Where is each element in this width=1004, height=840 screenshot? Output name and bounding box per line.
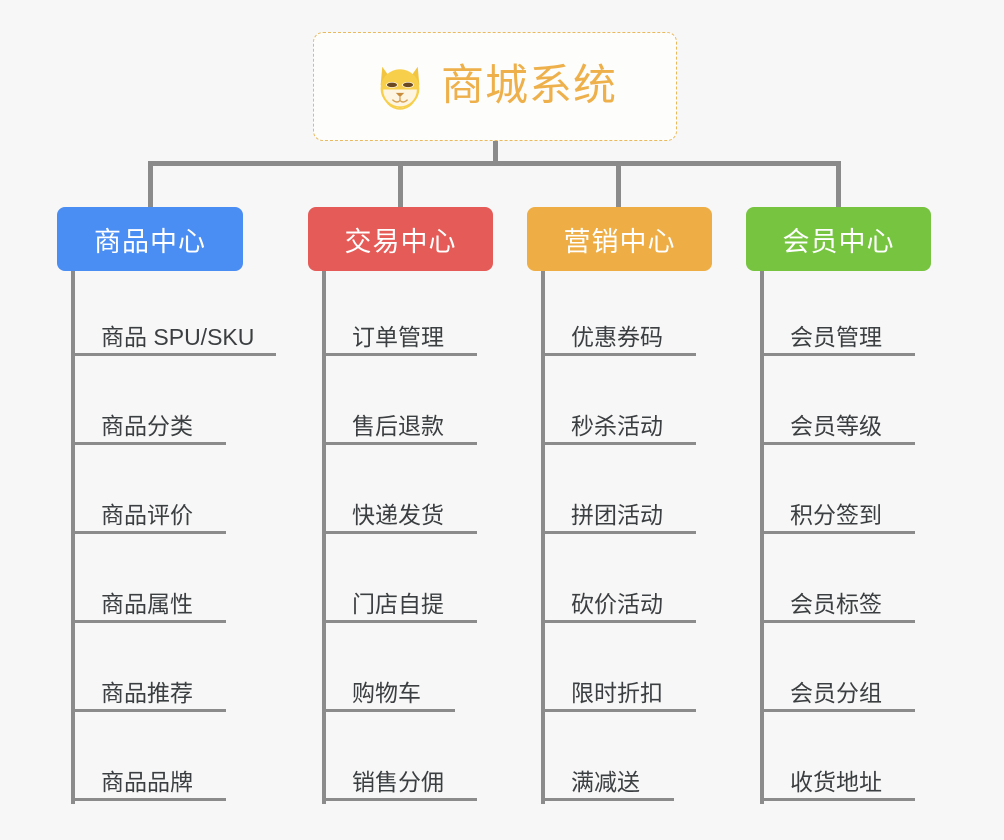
leaf-label: 快递发货 xyxy=(352,502,444,528)
branch-label-2: 交易中心 xyxy=(344,226,457,257)
branch-label-4: 会员中心 xyxy=(782,226,895,257)
branch-trunk-1 xyxy=(71,271,75,804)
leaf-label: 收货地址 xyxy=(790,769,882,795)
leaf-underline xyxy=(71,709,226,712)
branch-box-4[interactable]: 会员中心 xyxy=(746,207,931,271)
root-title: 商城系统 xyxy=(441,62,617,110)
connector-root-stem xyxy=(493,141,498,165)
leaf-underline xyxy=(541,353,696,356)
leaf-label: 满减送 xyxy=(571,769,640,795)
leaf-underline xyxy=(760,353,915,356)
leaf-label: 门店自提 xyxy=(352,591,444,617)
branch-label-1: 商品中心 xyxy=(94,226,206,257)
leaf-label: 售后退款 xyxy=(352,413,444,439)
leaf-label: 购物车 xyxy=(352,680,421,706)
leaf-label: 商品属性 xyxy=(101,591,193,617)
branch-trunk-3 xyxy=(541,271,545,804)
connector-drop-1 xyxy=(148,161,153,209)
leaf-underline xyxy=(760,709,915,712)
leaf-underline xyxy=(760,798,915,801)
leaf-label: 订单管理 xyxy=(352,324,444,350)
leaf-label: 商品 SPU/SKU xyxy=(101,324,255,350)
leaf-underline xyxy=(322,798,477,801)
branch-box-3[interactable]: 营销中心 xyxy=(527,207,712,271)
leaf-label: 会员管理 xyxy=(790,324,882,350)
leaf-label: 商品分类 xyxy=(101,413,193,439)
connector-drop-2 xyxy=(398,161,403,209)
leaf-underline xyxy=(71,798,226,801)
leaf-underline xyxy=(71,620,226,623)
dog-face-icon xyxy=(373,60,427,114)
branch-label-3: 营销中心 xyxy=(563,226,676,257)
leaf-underline xyxy=(541,620,696,623)
leaf-underline xyxy=(541,798,674,801)
connector-drop-4 xyxy=(836,161,841,209)
leaf-underline xyxy=(541,531,696,534)
leaf-label: 会员标签 xyxy=(790,591,882,617)
leaf-underline xyxy=(541,709,696,712)
leaf-label: 拼团活动 xyxy=(571,502,663,528)
leaf-underline xyxy=(71,531,226,534)
leaf-underline xyxy=(322,353,477,356)
branch-box-1[interactable]: 商品中心 xyxy=(57,207,243,271)
leaf-underline xyxy=(760,442,915,445)
leaf-label: 限时折扣 xyxy=(571,680,663,706)
leaf-underline xyxy=(322,709,455,712)
leaf-label: 会员等级 xyxy=(790,413,882,439)
leaf-label: 商品推荐 xyxy=(101,680,193,706)
connector-drop-3 xyxy=(616,161,621,209)
leaf-label: 秒杀活动 xyxy=(571,413,663,439)
leaf-underline xyxy=(322,531,477,534)
leaf-label: 砍价活动 xyxy=(571,591,663,617)
leaf-underline xyxy=(322,620,477,623)
leaf-label: 会员分组 xyxy=(790,680,882,706)
leaf-underline xyxy=(322,442,477,445)
root-node[interactable]: 商城系统 xyxy=(313,32,677,141)
branch-box-2[interactable]: 交易中心 xyxy=(308,207,493,271)
branch-trunk-4 xyxy=(760,271,764,804)
leaf-label: 优惠券码 xyxy=(571,324,663,350)
branch-trunk-2 xyxy=(322,271,326,804)
leaf-label: 积分签到 xyxy=(790,502,882,528)
leaf-underline xyxy=(71,442,226,445)
leaf-underline xyxy=(541,442,696,445)
leaf-underline xyxy=(71,353,276,356)
leaf-underline xyxy=(760,620,915,623)
connector-horizontal-bar xyxy=(148,161,841,166)
leaf-label: 商品评价 xyxy=(101,502,193,528)
leaf-label: 销售分佣 xyxy=(352,769,444,795)
leaf-label: 商品品牌 xyxy=(101,769,193,795)
leaf-underline xyxy=(760,531,915,534)
